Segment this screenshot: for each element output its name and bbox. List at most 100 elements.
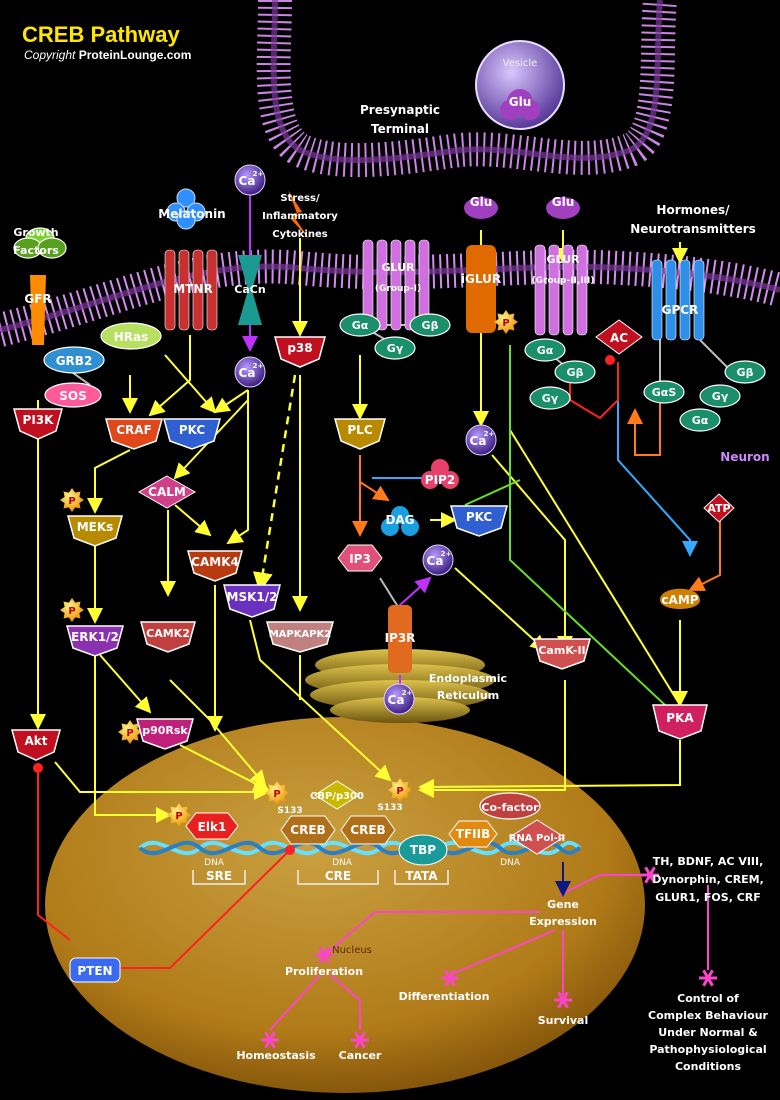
cre-bracket bbox=[297, 870, 379, 885]
tata-bracket bbox=[394, 870, 449, 885]
label-outcomes-gene_expression-0: Gene bbox=[547, 898, 579, 911]
p90rsk-node bbox=[136, 718, 194, 750]
g-protein-ggamma-3 bbox=[374, 336, 416, 360]
outcome-asterisk-icon bbox=[554, 991, 572, 1009]
label-outcomes-targets-0: TH, BDNF, AC VIII, bbox=[653, 855, 764, 868]
label-membrane_proteins-iglur: iGLUR bbox=[461, 272, 501, 286]
label-nuclear-cre: CRE bbox=[325, 869, 351, 883]
camp-node bbox=[660, 588, 700, 609]
label-nuclear-tbp: TBP bbox=[410, 843, 436, 857]
ca-er-release-charge: 2+ bbox=[441, 550, 452, 558]
camk2-node bbox=[140, 621, 196, 653]
label-membrane_proteins-gfr: GFR bbox=[24, 292, 51, 306]
gpcr-receptor bbox=[651, 259, 705, 341]
ca-er-store-charge: 2+ bbox=[402, 689, 413, 697]
mtnr-receptor bbox=[164, 249, 218, 331]
label-nodes-sos: SOS bbox=[59, 389, 87, 403]
label-nodes-plc: PLC bbox=[347, 423, 372, 437]
label-nodes-camk4: CAMK4 bbox=[191, 555, 239, 569]
p-badge-iglur bbox=[494, 310, 518, 334]
page-title: CREB Pathway bbox=[22, 22, 180, 47]
label-nuclear-elk1: Elk1 bbox=[198, 820, 227, 834]
label-nodes-hras: HRas bbox=[114, 330, 149, 344]
label-ligands-stress-0: Stress/ bbox=[280, 193, 320, 204]
tfiib-node bbox=[448, 820, 498, 848]
label-outcomes-gene_expression-1: Expression bbox=[529, 915, 597, 928]
outcome-asterisk-icon bbox=[441, 969, 459, 987]
outcome-asterisk-icon bbox=[351, 1031, 369, 1049]
glur-group-i-receptor bbox=[362, 239, 430, 331]
label-ligands-growth_factors-0: Growth bbox=[13, 226, 58, 239]
label-ligands-hormones-0: Hormones/ bbox=[656, 203, 730, 217]
sre-bracket bbox=[192, 870, 246, 885]
akt-node bbox=[11, 729, 61, 761]
g-protein-ggamma-label-6: Gγ bbox=[542, 392, 559, 405]
label-nodes-camk2: CAMK2 bbox=[146, 627, 190, 640]
dna-label-1: DNA bbox=[204, 858, 225, 868]
neuron-membrane bbox=[0, 249, 780, 347]
p-badge-erk-label: P bbox=[68, 606, 75, 617]
p-badge-creb-left bbox=[265, 781, 289, 805]
g-protein-ggamma-label-9: Gγ bbox=[712, 390, 729, 403]
s133-right-label: S133 bbox=[377, 803, 402, 813]
ca-extracellular bbox=[234, 164, 266, 196]
ca-cytosol bbox=[234, 356, 266, 388]
iglur-channel bbox=[466, 245, 496, 333]
label-nodes-dag: DAG bbox=[385, 513, 414, 527]
pkc-right-label: PKC bbox=[466, 510, 493, 524]
label-outcomes-targets-1: Dynorphin, CREM, bbox=[652, 873, 764, 886]
ca-iglur-label: Ca bbox=[470, 434, 487, 448]
g-protein-gbeta-5 bbox=[554, 360, 596, 384]
label-membrane_proteins-glur23-1: (Group-II,III) bbox=[532, 276, 595, 286]
g-protein-gbeta-8 bbox=[724, 360, 766, 384]
melatonin-molecule bbox=[176, 210, 196, 230]
label-membrane_proteins-gpcr: GPCR bbox=[662, 303, 699, 317]
label-nodes-atp: ATP bbox=[707, 502, 730, 515]
s133-left-label: S133 bbox=[277, 806, 302, 816]
ca-er-release-label: Ca bbox=[427, 554, 444, 568]
label-outcomes-proliferation: Proliferation bbox=[285, 965, 363, 978]
p-badge-meks-label: P bbox=[68, 496, 75, 507]
label-nodes-pi3k: PI3K bbox=[23, 413, 55, 427]
creb-left-label: CREB bbox=[290, 823, 325, 837]
label-nodes-grb2: GRB2 bbox=[56, 354, 93, 368]
label-nodes-ip3r: IP3R bbox=[385, 631, 416, 645]
g-protein-galpha-label-4: Gα bbox=[537, 344, 554, 357]
camkii-node bbox=[533, 638, 591, 670]
g-protein-galpha-1 bbox=[339, 313, 381, 337]
pkc-node-left bbox=[163, 418, 221, 450]
p-badge-elk1-label: P bbox=[175, 811, 182, 822]
label-nuclear-tfiib: TFIIB bbox=[456, 827, 490, 841]
ip3-node bbox=[337, 544, 383, 572]
copyright-line: Copyright ProteinLounge.com bbox=[24, 48, 191, 62]
ca-cytosol-charge: 2+ bbox=[253, 362, 264, 370]
vesicle bbox=[475, 40, 565, 130]
label-nodes-pka: PKA bbox=[666, 711, 694, 725]
label-nodes-camkii: CamK-II bbox=[538, 644, 585, 657]
presynaptic-membrane bbox=[256, 0, 677, 178]
pi3k-node bbox=[13, 408, 63, 440]
label-nodes-camp: cAMP bbox=[661, 593, 698, 607]
glur-group-ii-iii-receptor bbox=[534, 244, 588, 336]
glu-label-1: Glu bbox=[552, 195, 575, 209]
label-nuclear-cofactor: Co-factor bbox=[481, 801, 539, 814]
label-region_labels-neuron: Neuron bbox=[720, 450, 769, 464]
label-outcomes-behaviour-4: Conditions bbox=[675, 1060, 742, 1073]
pathway-edges bbox=[30, 195, 731, 1031]
ca-iglur bbox=[465, 424, 497, 456]
outcome-asterisk-icon bbox=[699, 969, 717, 987]
g-protein-ggamma-label-3: Gγ bbox=[387, 342, 404, 355]
label-ligands-growth_factors-1: Factors bbox=[13, 244, 59, 257]
label-nodes-craf: CRAF bbox=[116, 423, 152, 437]
ip3r-channel bbox=[388, 605, 412, 673]
label-membrane_proteins-cacn: CaCn bbox=[234, 283, 265, 296]
label-nuclear-cbp: CBP/p300 bbox=[310, 791, 364, 802]
label-nodes-pip2: PIP2 bbox=[425, 473, 455, 487]
p-badge-meks bbox=[60, 488, 84, 512]
pkc-left-label: PKC bbox=[179, 423, 206, 437]
glu-ligand bbox=[546, 197, 580, 219]
g-protein-gas-label-7: GαS bbox=[652, 386, 677, 399]
g-protein-galpha-10 bbox=[679, 408, 721, 432]
g-protein-gas-7 bbox=[643, 380, 685, 404]
